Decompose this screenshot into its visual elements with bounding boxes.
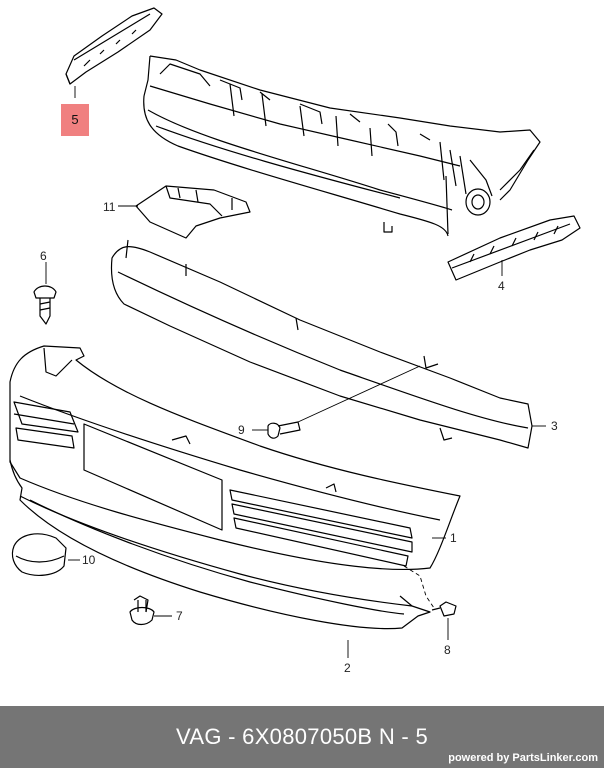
brand-credit: powered by PartsLinker.com [448,752,598,764]
part-7-clip [129,595,155,626]
callout-2: 2 [344,661,351,675]
callout-9: 9 [238,423,245,437]
part-1-bumper-cover [9,345,461,570]
callout-3: 3 [551,419,558,433]
callout-1: 1 [450,531,457,545]
callout-10: 10 [82,553,96,567]
part-11-bracket-plate [135,185,251,239]
callout-4: 4 [498,279,505,293]
bumper-carrier [143,55,541,237]
callout-11: 11 [103,200,116,214]
callout-5-highlighted: 5 [61,104,89,136]
callout-6: 6 [40,249,47,263]
callout-7: 7 [176,609,183,623]
leader-lines [45,86,546,658]
part-number-label: VAG - 6X0807050B N - 5 [176,724,428,749]
callout-8: 8 [444,643,451,657]
parts-diagram: 11 6 4 3 9 1 10 7 8 2 [9,7,581,675]
part-3-impact-absorber [110,239,533,449]
part-5-guide-bracket [65,7,163,85]
part-8-screw [431,601,457,617]
part-10-cap [11,533,67,576]
part-4-guide-bracket [447,215,581,281]
part-9-bolt [267,421,301,439]
footer-bar: VAG - 6X0807050B N - 5 powered by PartsL… [0,706,604,768]
part-6-screw [33,285,57,325]
part-2-spoiler [9,459,431,630]
